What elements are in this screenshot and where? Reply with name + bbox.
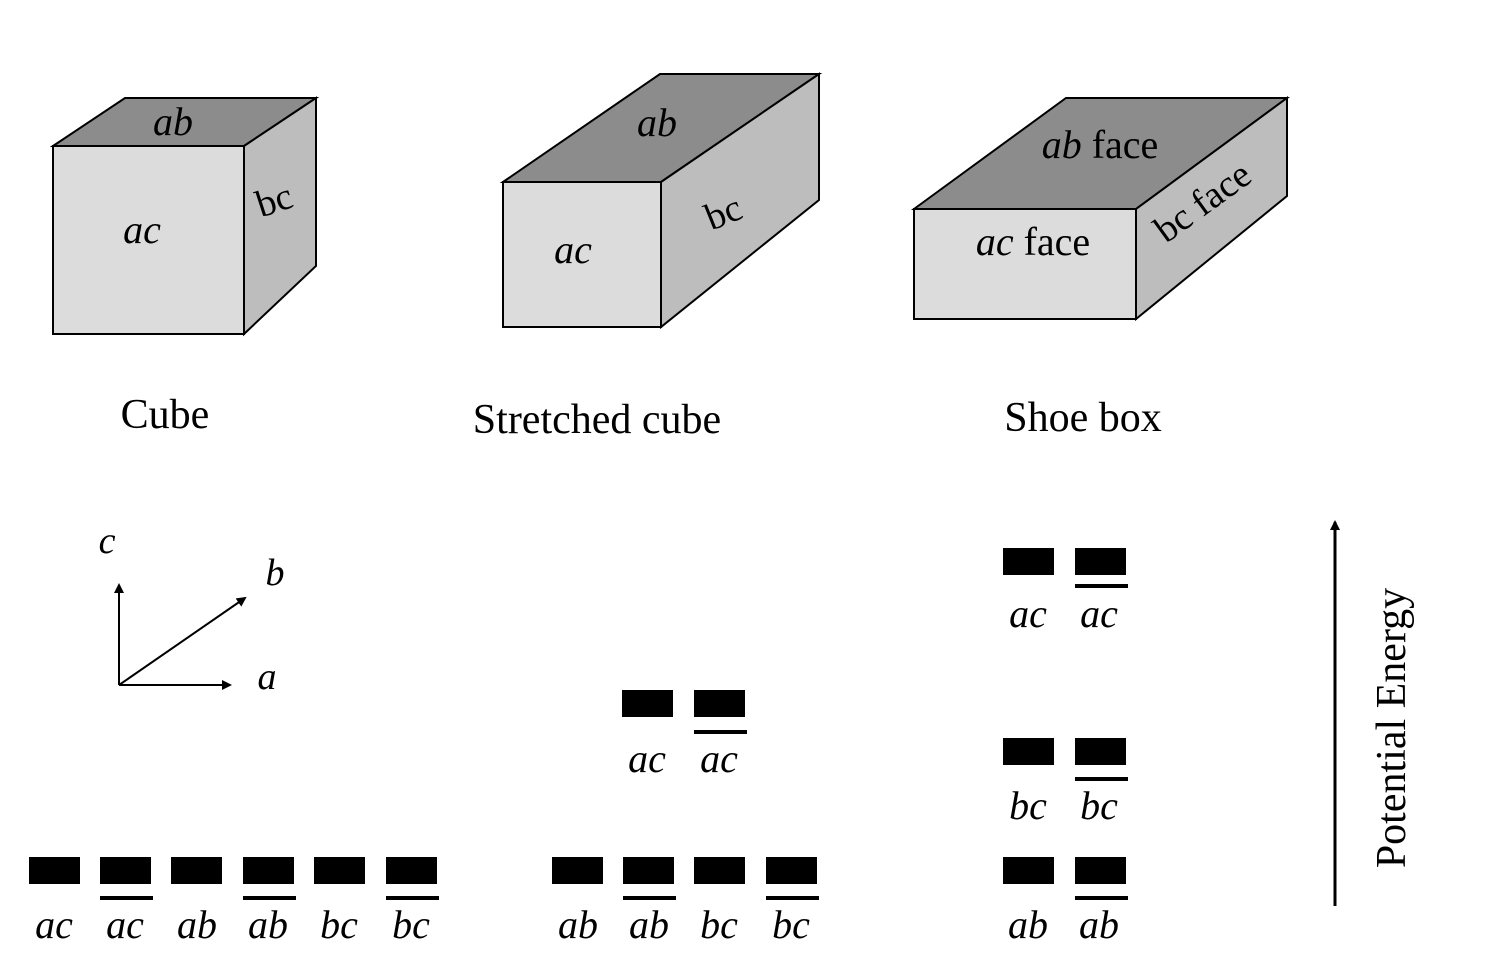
- stretched-top-label: ab: [637, 100, 677, 145]
- energy-label: ac: [106, 902, 144, 947]
- energy-label: ab: [177, 902, 217, 947]
- stretched-title: Stretched cube: [473, 397, 721, 443]
- energy-bar-underline: [1075, 777, 1128, 781]
- shoebox-front-label-word: face: [1014, 219, 1091, 264]
- energy-bar-underline: [623, 896, 676, 900]
- stretched-cube-shape: ab ac bc: [499, 72, 823, 330]
- energy-bar: [314, 857, 365, 884]
- energy-label: bc: [772, 902, 810, 947]
- energy-label: bc: [1009, 783, 1047, 828]
- shoebox-shape: ab face ac face bc face: [910, 96, 1291, 322]
- energy-bar-underline: [694, 730, 747, 734]
- shoebox-energy-levels: ac ac bc bc ab ab: [1003, 548, 1128, 947]
- energy-bar-underline: [386, 896, 439, 900]
- cube-title: Cube: [121, 392, 210, 438]
- energy-bar: [243, 857, 294, 884]
- energy-label: ab: [248, 902, 288, 947]
- cube-front-label: ac: [123, 207, 161, 252]
- energy-bar: [1003, 857, 1054, 884]
- energy-label: bc: [392, 902, 430, 947]
- energy-bar-underline: [1075, 584, 1128, 588]
- energy-bar: [694, 690, 745, 717]
- energy-bar: [1075, 548, 1126, 575]
- energy-bar-underline: [100, 896, 153, 900]
- energy-label: ac: [628, 736, 666, 781]
- energy-label: ac: [700, 736, 738, 781]
- shoebox-front-label-italic: ac: [976, 219, 1014, 264]
- shoebox-top-label-word: face: [1082, 122, 1159, 167]
- energy-bar: [100, 857, 151, 884]
- energy-bar: [1003, 738, 1054, 765]
- axes-diagram: c b a: [99, 520, 285, 698]
- axis-a-label: a: [258, 656, 277, 698]
- energy-label: bc: [320, 902, 358, 947]
- energy-bar-underline: [1075, 896, 1128, 900]
- energy-label: bc: [700, 902, 738, 947]
- cube-top-label: ab: [153, 99, 193, 144]
- energy-bar-underline: [243, 896, 296, 900]
- energy-bar-underline: [766, 896, 819, 900]
- shoebox-top-label-italic: ab: [1042, 122, 1082, 167]
- energy-bar: [552, 857, 603, 884]
- axis-c-label: c: [99, 520, 116, 562]
- energy-bar: [29, 857, 80, 884]
- energy-label: ab: [1079, 902, 1119, 947]
- energy-label: bc: [1080, 783, 1118, 828]
- energy-bar: [766, 857, 817, 884]
- axis-b-label: b: [266, 552, 285, 594]
- shoebox-title: Shoe box: [1004, 395, 1162, 441]
- stretched-front-face: [502, 181, 662, 328]
- cube-energy-levels: ac ac ab ab bc bc: [29, 857, 439, 947]
- stretched-energy-levels: ac ac ab ab bc bc: [552, 690, 819, 947]
- cube-front-face: [52, 145, 245, 335]
- potential-energy-label: Potential Energy: [1369, 588, 1415, 868]
- energy-bar: [622, 690, 673, 717]
- energy-label: ab: [1008, 902, 1048, 947]
- shoebox-top-label: ab face: [1042, 122, 1159, 167]
- energy-bar: [623, 857, 674, 884]
- energy-bar: [1075, 738, 1126, 765]
- energy-label: ab: [629, 902, 669, 947]
- shoebox-front-label: ac face: [976, 219, 1090, 264]
- cube-shape: ab ac bc: [49, 96, 320, 337]
- shoebox-front-face: [913, 208, 1137, 320]
- stretched-front-label: ac: [554, 227, 592, 272]
- energy-label: ac: [35, 902, 73, 947]
- energy-bar: [171, 857, 222, 884]
- energy-bar: [386, 857, 437, 884]
- energy-bar: [1075, 857, 1126, 884]
- potential-energy-axis: Potential Energy: [1330, 520, 1415, 906]
- energy-bar: [694, 857, 745, 884]
- energy-label: ab: [558, 902, 598, 947]
- energy-label: ac: [1009, 591, 1047, 636]
- energy-bar: [1003, 548, 1054, 575]
- axis-b-arrow: [118, 596, 247, 686]
- energy-label: ac: [1080, 591, 1118, 636]
